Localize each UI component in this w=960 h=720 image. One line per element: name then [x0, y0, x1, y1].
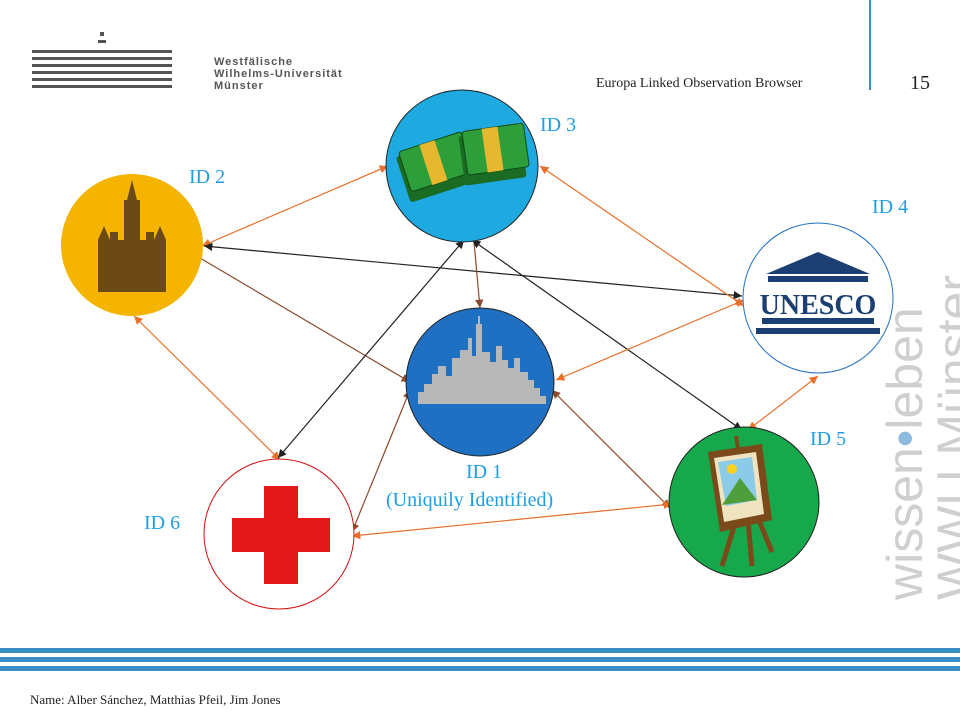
logo-line2: Wilhelms-Universität: [214, 68, 343, 80]
presentation-subtitle: Europa Linked Observation Browser: [596, 76, 803, 91]
link-id4-id1: [555, 299, 745, 381]
footer-bar-bottom: [0, 666, 960, 671]
node-id4: UNESCO: [742, 222, 894, 374]
id2-label: ID 2: [189, 166, 226, 188]
town-hall-icon: [98, 180, 166, 292]
footer-bar-top: [0, 648, 960, 653]
link-id3-id1: [473, 241, 484, 309]
footer-bar-middle: [0, 657, 960, 662]
easel-icon: [708, 435, 775, 567]
link-id3-id6: [277, 239, 465, 459]
footer-authors: Name: Alber Sánchez, Matthias Pfeil, Jim…: [30, 692, 281, 707]
node-id4-circle: [742, 222, 894, 374]
link-id4-id5: [747, 375, 819, 431]
node-id2: [61, 174, 203, 316]
node-id5: [668, 426, 820, 578]
connections: [133, 165, 819, 540]
link-id2-id6: [133, 315, 281, 461]
link-id6-id5: [351, 500, 673, 540]
id4-label: ID 4: [872, 196, 909, 218]
id1-sublabel: (Uniquily Identified): [386, 489, 554, 511]
logo-line1: Westfälische: [214, 56, 294, 68]
id1-label: ID 1: [466, 461, 503, 483]
university-logo: Westfälische Wilhelms-Universität Münste…: [30, 30, 342, 94]
node-id6: [203, 458, 355, 610]
link-id1-id5: [551, 389, 671, 509]
red-cross-icon: [232, 486, 330, 584]
node-id3: [385, 89, 539, 243]
link-id3-id4: [539, 165, 745, 307]
money-icon: [396, 122, 530, 202]
link-id2-id4: [203, 242, 743, 300]
id5-label: ID 5: [810, 428, 847, 450]
unesco-text: UNESCO: [760, 290, 877, 321]
link-id2-id3: [201, 165, 389, 247]
link-id2-id1: [199, 257, 411, 383]
logo-line3: Münster: [214, 80, 264, 92]
id6-label: ID 6: [144, 512, 181, 534]
logo-bars-icon: [32, 32, 172, 88]
header-divider: [869, 0, 871, 90]
id3-label: ID 3: [540, 114, 577, 136]
node-id1: [405, 307, 555, 457]
unesco-icon: UNESCO: [756, 252, 880, 334]
page-number: 15: [910, 72, 930, 94]
skyline-icon: [418, 316, 546, 404]
